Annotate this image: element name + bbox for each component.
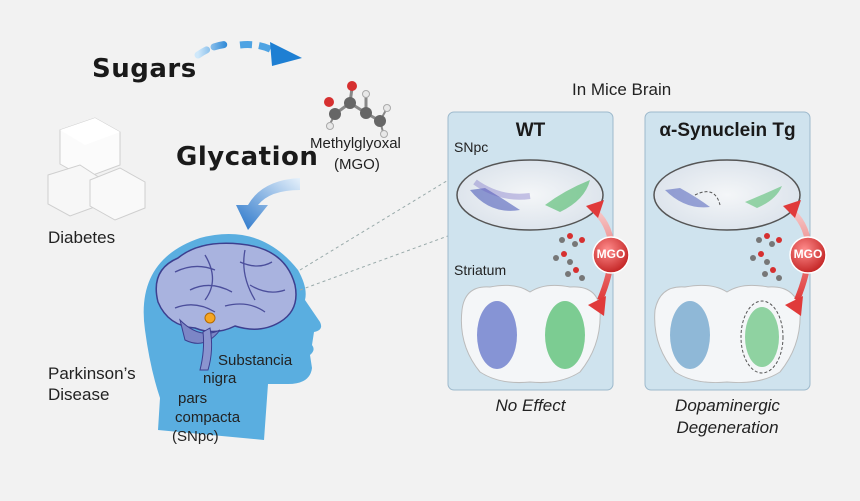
wt-snpc-label: SNpc [454, 139, 489, 155]
tg-caption-line1: Dopaminergic [675, 396, 780, 415]
snpc-desc-line3: pars [178, 390, 208, 407]
tg-mgo-badge [789, 236, 827, 274]
snpc-desc-line1: Substancia [218, 352, 293, 369]
parkinsons-label-line1: Parkinson’s [48, 364, 136, 383]
mgo-abbrev-label: (MGO) [334, 156, 380, 173]
wt-mgo-badge-label: MGO [596, 247, 626, 261]
tg-panel-title: α-Synuclein Tg [659, 120, 796, 141]
sugars-label: Sugars [92, 54, 197, 84]
tg-caption-line2: Degeneration [676, 418, 779, 437]
glycation-arrow [236, 178, 300, 230]
snpc-desc-line2: nigra [203, 370, 237, 387]
wt-striatum-label: Striatum [454, 262, 507, 278]
sugar-cubes-icon [47, 117, 146, 221]
parkinsons-label-line2: Disease [48, 385, 110, 404]
tg-snpc-section [653, 159, 801, 231]
wt-striatum-section [460, 284, 601, 383]
methylglyoxal-molecule-icon [324, 81, 391, 138]
wt-snpc-section [456, 159, 604, 231]
glycation-label: Glycation [176, 142, 319, 172]
wt-caption-line1: No Effect [495, 396, 566, 415]
sugars-to-mgo-arrow [194, 40, 302, 66]
snpc-desc-line4: compacta [175, 409, 241, 426]
brain-icon [155, 242, 297, 371]
tg-mgo-molecules-icon [750, 233, 782, 281]
snpc-desc-line5: (SNpc) [172, 428, 219, 445]
wt-panel-title: WT [515, 120, 546, 141]
in-mice-brain-label: In Mice Brain [572, 80, 672, 99]
tg-mgo-badge-label: MGO [793, 247, 823, 261]
methylglyoxal-label: Methylglyoxal [310, 135, 401, 152]
diabetes-label: Diabetes [48, 228, 116, 247]
wt-mgo-badge [592, 236, 630, 274]
wt-mgo-molecules-icon [553, 233, 585, 281]
tg-striatum-section [654, 284, 801, 383]
